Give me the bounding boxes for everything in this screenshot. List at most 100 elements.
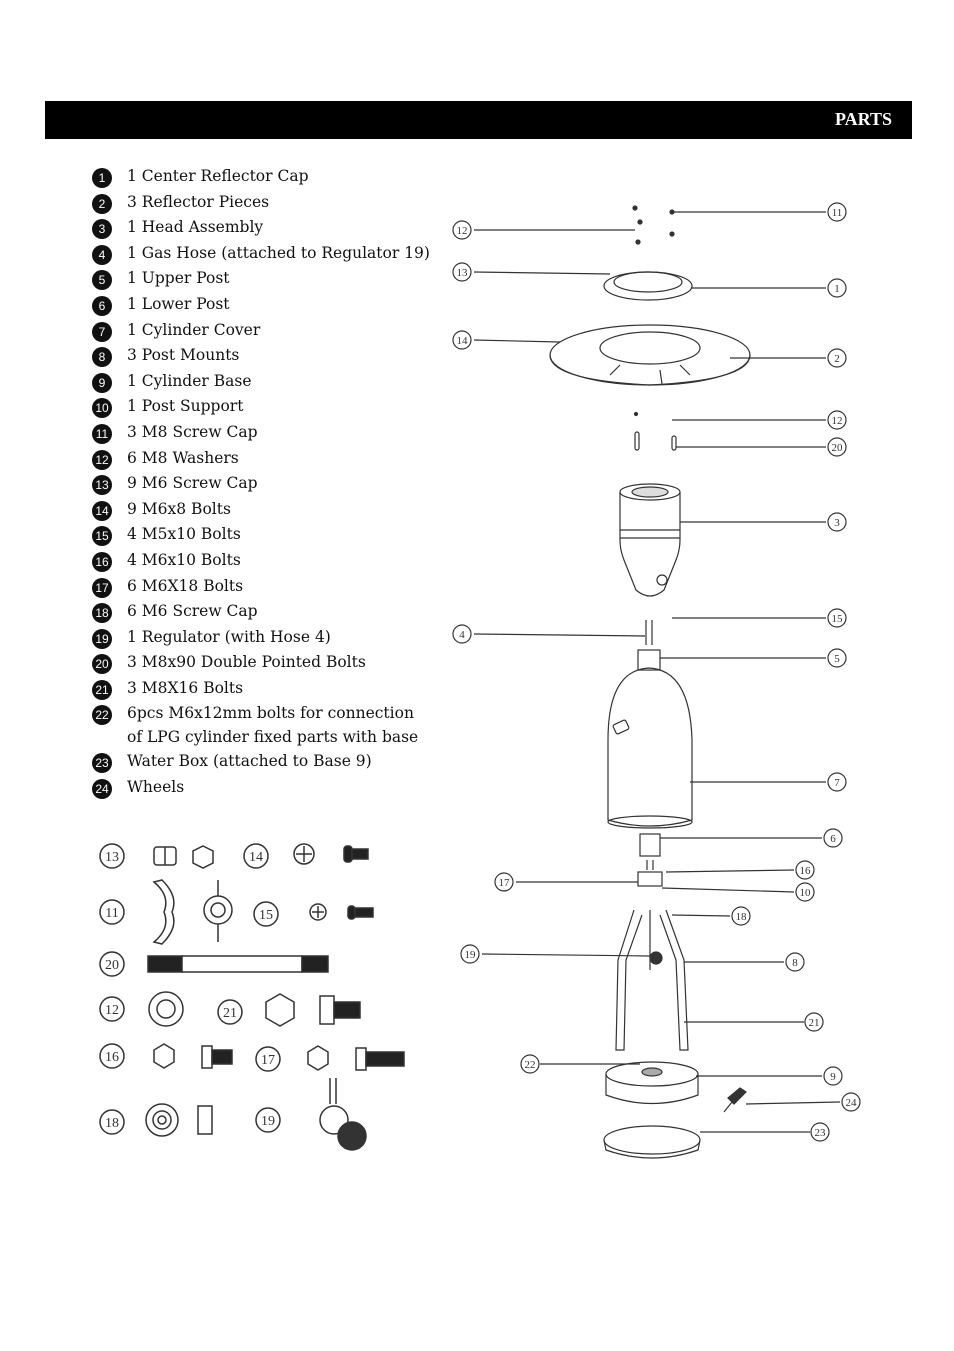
callout-number: 4 [459,629,465,641]
callout-number: 1 [834,283,840,295]
callout-number: 21 [809,1017,820,1029]
callout-number: 20 [832,442,844,454]
part-description: 9 M6x8 Bolts [127,499,231,518]
hardware-label: 15 [259,908,273,923]
label-ring-12 [99,996,125,1022]
part-description: Wheels [127,778,185,797]
part-description: 1 Cylinder Cover [127,320,261,339]
part-number-badge: 8 [92,347,112,368]
hardware-label: 21 [223,1006,237,1021]
diagram-callout: 7 [827,772,847,792]
diagram-callout: 9 [823,1066,843,1086]
diagram-callout: 11 [827,202,847,222]
part-description: Water Box (attached to Base 9) [127,752,372,771]
callout-number: 22 [525,1059,536,1071]
part-item-9: 9 1 Cylinder Base [92,369,432,395]
exploded-assembly-diagram: 1112131142122031545761617101819821229242… [452,202,861,1159]
label-ring-16 [99,1043,125,1069]
part-description: 1 Lower Post [127,294,230,313]
diagram-callout: 10 [795,882,815,902]
callout-number: 11 [832,207,843,219]
label-ring-17 [255,1046,281,1072]
diagram-callout: 2 [827,348,847,368]
diagram-callout: 13 [452,262,472,282]
callout-number: 6 [830,833,836,845]
callout-number: 14 [457,335,469,347]
hardware-label: 12 [105,1003,119,1018]
part-number-badge: 19 [92,628,112,649]
label-ring-14 [243,843,269,869]
label-ring-20 [99,951,125,977]
callout-number: 7 [834,777,840,789]
callout-number: 15 [832,613,844,625]
part-number-badge: 10 [92,398,112,419]
part-number-badge: 24 [92,779,112,800]
part-description: 1 Head Assembly [127,218,264,237]
part-number-badge: 6 [92,295,112,316]
diagram-callout: 4 [452,624,472,644]
diagram-callout: 14 [452,330,472,350]
part-description: 6 M8 Washers [127,448,239,467]
part-description: 6 M6X18 Bolts [127,576,244,595]
callout-number: 12 [457,225,468,237]
hardware-label: 16 [105,1050,119,1065]
part-number-badge: 9 [92,372,112,393]
part-number-badge: 17 [92,577,112,598]
part-description: 1 Center Reflector Cap [127,167,309,185]
part-item-19: 19 1 Regulator (with Hose 4) [92,625,432,651]
diagram-callout: 15 [827,608,847,628]
callout-number: 17 [499,877,511,889]
part-number-badge: 14 [92,500,112,521]
diagram-callout: 19 [460,944,480,964]
callout-number: 10 [800,887,812,899]
label-ring-21 [217,999,243,1025]
part-item-17: 17 6 M6X18 Bolts [92,574,432,600]
diagram-callout: 12 [827,410,847,430]
callout-number: 24 [846,1097,858,1109]
diagram-callout: 20 [827,437,847,457]
hardware-label: 18 [105,1116,119,1131]
hardware-label: 19 [261,1114,275,1129]
part-item-7: 7 1 Cylinder Cover [92,318,432,344]
part-number-badge: 15 [92,526,112,547]
callout-number: 16 [800,865,812,877]
part-description: 3 Post Mounts [127,346,240,365]
part-number-badge: 20 [92,654,112,675]
part-number-badge: 2 [92,193,112,214]
part-description: 1 Gas Hose (attached to Regulator 19) [127,243,430,262]
part-number-badge: 7 [92,321,112,342]
diagram-callout: 22 [520,1054,540,1074]
part-number-badge: 22 [92,705,112,726]
label-ring-11 [99,899,125,925]
part-description: 1 Upper Post [127,269,230,288]
label-ring-18 [99,1109,125,1135]
diagram-callout: 21 [804,1012,824,1032]
callout-number: 18 [736,911,748,923]
part-item-24: 24 Wheels [92,775,432,801]
hardware-label: 14 [249,850,263,865]
hardware-label: 20 [105,958,119,973]
diagram-callout: 8 [785,952,805,972]
part-description: 1 Cylinder Base [127,371,252,390]
callout-number: 12 [832,415,843,427]
part-description: 3 M8X16 Bolts [127,678,244,697]
part-description: 1 Regulator (with Hose 4) [127,627,331,646]
diagram-callout: 24 [841,1092,861,1112]
diagram-callout: 18 [731,906,751,926]
callout-number: 13 [457,267,469,279]
callout-number: 19 [465,949,477,961]
callout-number: 9 [830,1071,836,1083]
